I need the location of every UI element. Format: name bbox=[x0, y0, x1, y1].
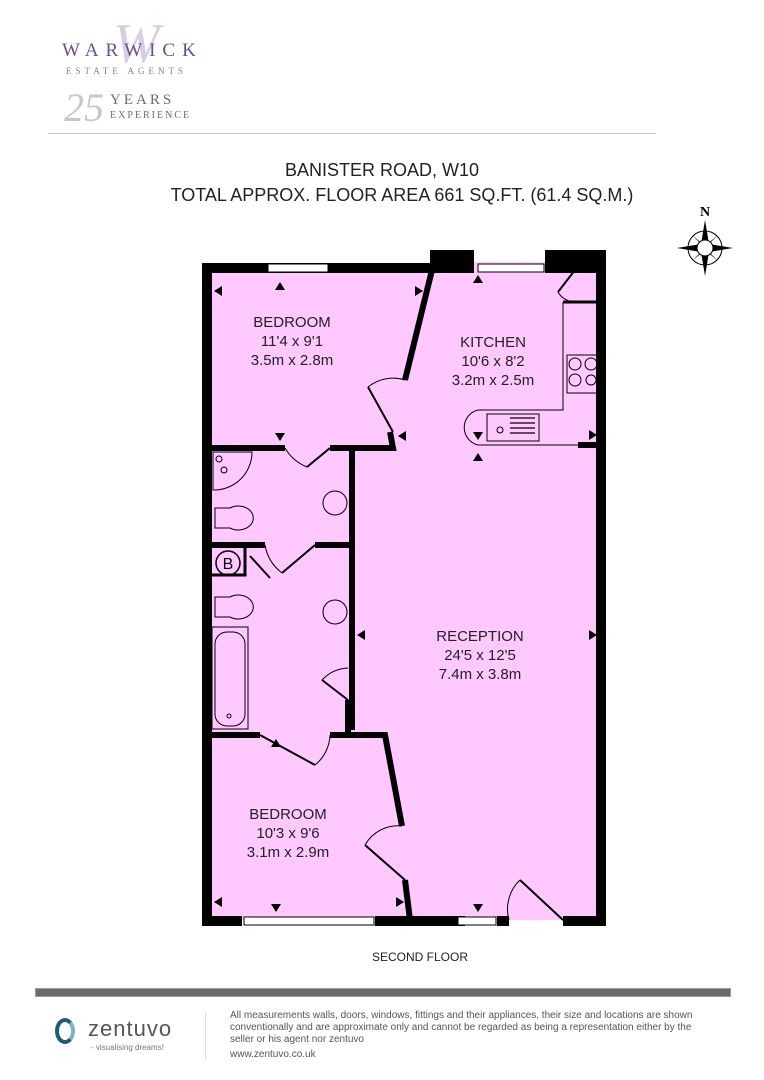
room-label-bedroom-1: BEDROOM 11'4 x 9'1 3.5m x 2.8m bbox=[232, 313, 352, 370]
disclaimer-text: All measurements walls, doors, windows, … bbox=[230, 1010, 693, 1045]
room-metric: 3.2m x 2.5m bbox=[451, 372, 535, 389]
zentuvo-logo: zentuvo - visualising dreams! bbox=[55, 1016, 185, 1058]
property-address: BANISTER ROAD, W10 bbox=[284, 160, 480, 180]
room-imperial: 10'6 x 8'2 bbox=[461, 353, 525, 370]
years-number: 25 bbox=[64, 85, 104, 130]
room-name: BEDROOM bbox=[253, 314, 331, 331]
room-name: KITCHEN bbox=[460, 334, 526, 351]
room-imperial: 24'5 x 12'5 bbox=[444, 647, 516, 664]
header-divider bbox=[48, 133, 656, 134]
room-label-reception: RECEPTION 24'5 x 12'5 7.4m x 3.8m bbox=[415, 627, 545, 684]
boiler-label: B bbox=[223, 556, 234, 573]
zentuvo-ring-icon bbox=[55, 1018, 75, 1044]
website-link[interactable]: www.zentuvo.co.uk bbox=[230, 1049, 316, 1060]
logo-monogram: W bbox=[113, 13, 160, 75]
zentuvo-tagline: - visualising dreams! bbox=[91, 1043, 164, 1052]
floor-area: TOTAL APPROX. FLOOR AREA 661 SQ.FT. (61.… bbox=[170, 185, 634, 205]
warwick-logo: W WARWICK ESTATE AGENTS 25 YEARS EXPERIE… bbox=[58, 13, 208, 130]
room-metric: 3.5m x 2.8m bbox=[250, 352, 334, 369]
room-label-kitchen: KITCHEN 10'6 x 8'2 3.2m x 2.5m bbox=[433, 333, 553, 390]
room-name: RECEPTION bbox=[436, 628, 524, 645]
footer-bar bbox=[35, 988, 731, 997]
room-metric: 7.4m x 3.8m bbox=[438, 666, 522, 683]
years-label: YEARS bbox=[110, 92, 175, 108]
footer-divider bbox=[205, 1012, 206, 1060]
compass-north-label: N bbox=[700, 205, 710, 220]
room-name: BEDROOM bbox=[249, 806, 327, 823]
room-label-bedroom-2: BEDROOM 10'3 x 9'6 3.1m x 2.9m bbox=[228, 805, 348, 862]
floor-label: SECOND FLOOR bbox=[371, 950, 468, 964]
compass-icon: N bbox=[670, 200, 740, 280]
room-imperial: 11'4 x 9'1 bbox=[260, 333, 324, 350]
logo-subtitle: ESTATE AGENTS bbox=[66, 66, 188, 76]
logo-brand: WARWICK bbox=[62, 40, 203, 61]
zentuvo-name: zentuvo bbox=[88, 1016, 173, 1041]
room-metric: 3.1m x 2.9m bbox=[246, 844, 330, 861]
room-imperial: 10'3 x 9'6 bbox=[256, 825, 320, 842]
experience-label: EXPERIENCE bbox=[110, 110, 192, 121]
